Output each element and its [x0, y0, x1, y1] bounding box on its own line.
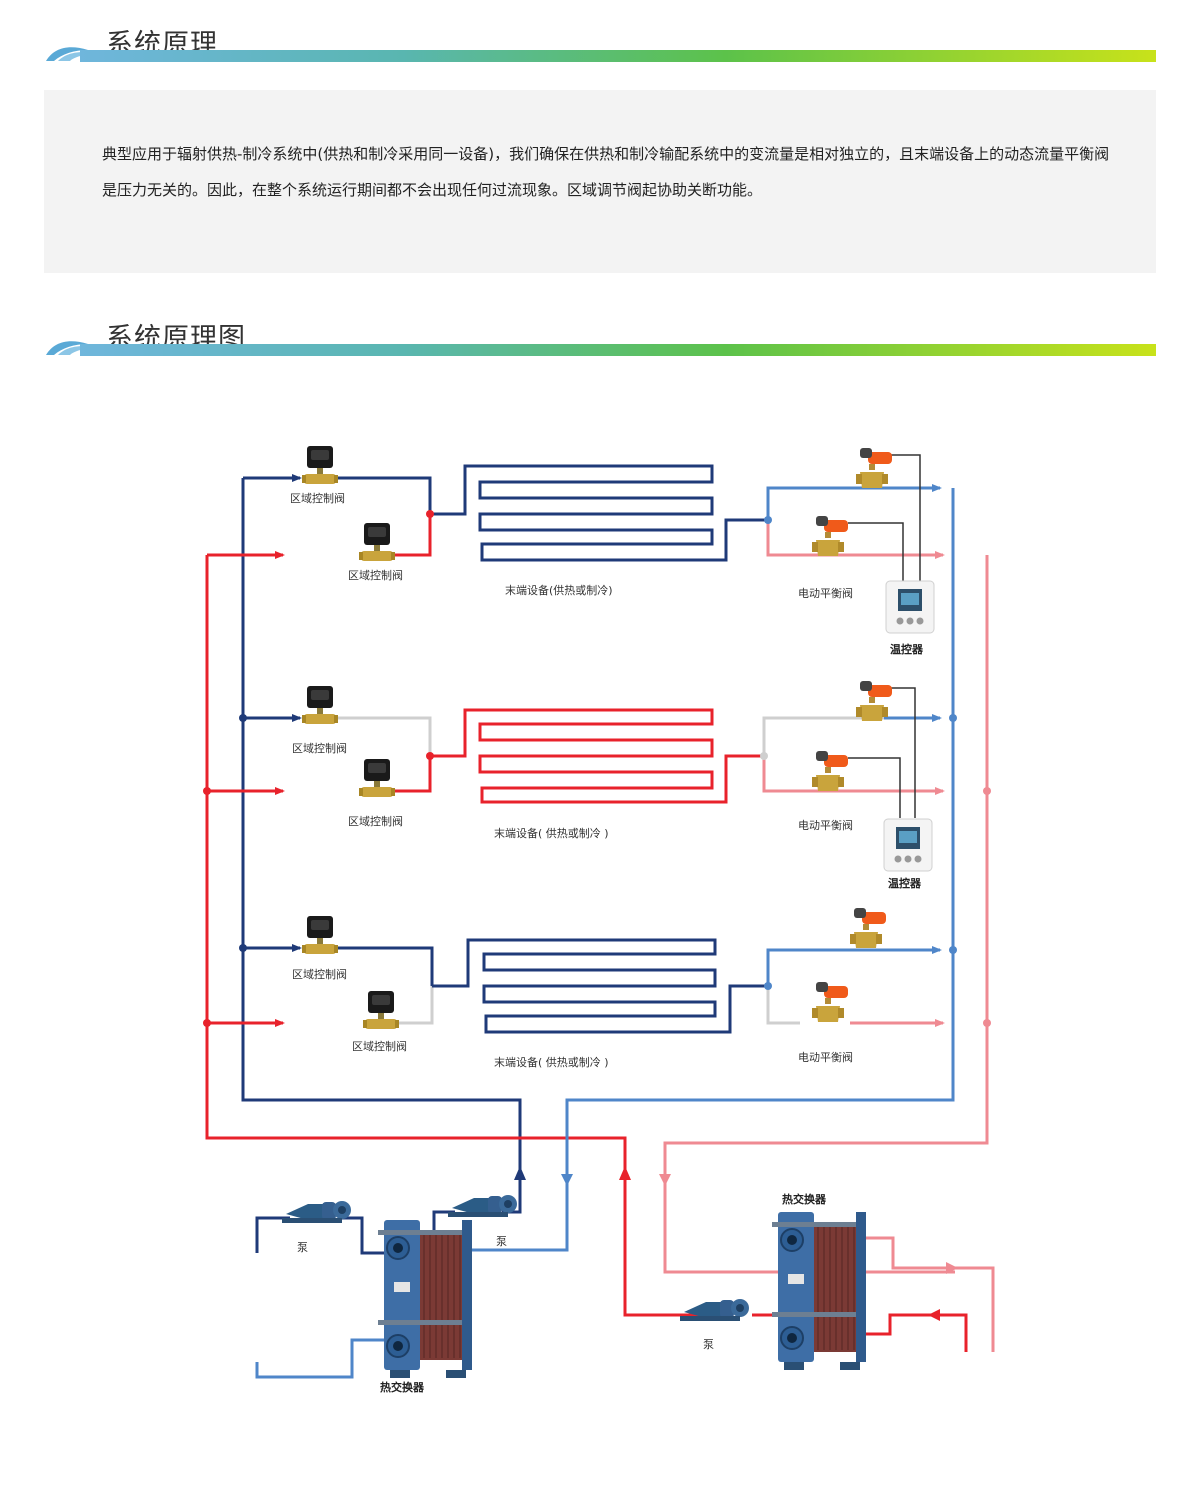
terminal-label: 末端设备( 供热或制冷 ): [494, 826, 609, 840]
balance-valve-icon: [856, 681, 892, 721]
zone-valve-label: 区域控制阀: [292, 967, 347, 981]
pump-label: 泵: [297, 1241, 308, 1254]
balance-valve-icon: [850, 908, 886, 948]
section-divider: [80, 50, 1156, 62]
section-header-diagram: 系统原理图: [44, 316, 1156, 356]
heat-exchanger-label: 热交换器: [782, 1192, 827, 1206]
zone-valve-icon: [302, 446, 338, 484]
pump-icon: [282, 1201, 351, 1223]
zone-valve-icon: [302, 686, 338, 724]
balance-valve-label: 电动平衡阀: [798, 818, 853, 832]
thermostat-label: 温控器: [890, 642, 924, 656]
arrow-down-icon: [659, 1174, 671, 1186]
terminal-label: 末端设备( 供热或制冷 ): [494, 1055, 609, 1069]
heat-exchanger-icon: [771, 1211, 867, 1371]
arrow-up-icon: [619, 1166, 631, 1180]
arrow-right-icon: [946, 1262, 958, 1274]
heat-exchanger-label: 热交换器: [380, 1380, 425, 1394]
balance-valve-icon: [812, 516, 848, 556]
pump-icon: [680, 1299, 749, 1321]
zone-valve-label: 区域控制阀: [348, 814, 403, 828]
balance-valve-label: 电动平衡阀: [798, 1050, 853, 1064]
thermostat-icon: [883, 818, 933, 872]
zone-valve-icon: [359, 759, 395, 797]
pump-label: 泵: [703, 1338, 714, 1351]
pump-icon: [448, 1195, 517, 1217]
zone-valve-label: 区域控制阀: [348, 568, 403, 582]
thermostat-label: 温控器: [888, 876, 922, 890]
balance-valve-icon: [856, 448, 892, 488]
thermostat-icon: [885, 580, 935, 634]
heat-exchanger-icon: [377, 1219, 473, 1379]
swoosh-icon: [46, 47, 102, 61]
section-header-principle: 系统原理: [44, 22, 1156, 62]
zone-valve-label: 区域控制阀: [290, 491, 345, 505]
arrow-down-icon: [561, 1174, 573, 1186]
intro-panel: 典型应用于辐射供热-制冷系统中(供热和制冷采用同一设备)，我们确保在供热和制冷输…: [44, 90, 1156, 273]
balance-valve-icon: [812, 751, 848, 791]
swoosh-icon: [46, 341, 102, 355]
balance-valve-label: 电动平衡阀: [798, 586, 853, 600]
section-divider: [80, 344, 1156, 356]
branch-3: [207, 938, 945, 1034]
intro-text: 典型应用于辐射供热-制冷系统中(供热和制冷采用同一设备)，我们确保在供热和制冷输…: [102, 145, 1110, 199]
arrow-left-icon: [928, 1309, 940, 1321]
zone-valve-label: 区域控制阀: [292, 741, 347, 755]
branch-1: [207, 454, 945, 582]
terminal-label: 末端设备(供热或制冷): [505, 583, 613, 597]
balance-valve-icon: [812, 982, 848, 1022]
zone-valve-icon: [302, 916, 338, 954]
zone-valve-icon: [363, 991, 399, 1029]
zone-valve-icon: [359, 523, 395, 561]
zone-valve-label: 区域控制阀: [352, 1039, 407, 1053]
pump-label: 泵: [496, 1235, 507, 1248]
